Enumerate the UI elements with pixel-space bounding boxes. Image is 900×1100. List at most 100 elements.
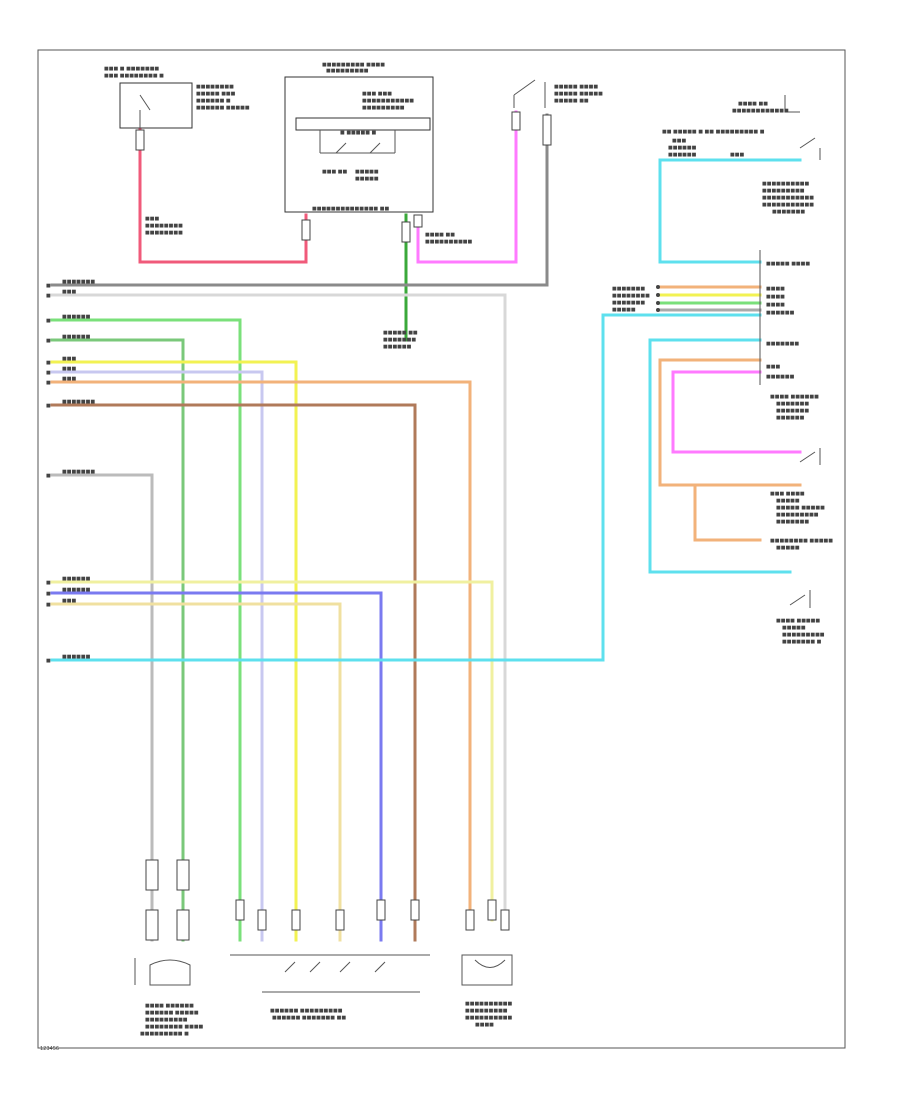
svg-text:■■■■■■■: ■■■■■■■: [612, 286, 645, 292]
svg-text:■■■■■■: ■■■■■■: [62, 654, 91, 660]
svg-text:■■■■ ■■■■■: ■■■■ ■■■■■: [776, 618, 820, 624]
wire-markers: [135, 111, 552, 243]
svg-text:■■■ ■■■: ■■■ ■■■: [362, 91, 392, 97]
svg-text:■■■■■■■: ■■■■■■■: [62, 279, 95, 285]
svg-text:■■■■■■: ■■■■■■: [62, 314, 91, 320]
svg-text:■■■■■■■■■ ■: ■■■■■■■■■ ■: [140, 1031, 189, 1037]
svg-text:■■■■: ■■■■: [766, 286, 785, 292]
svg-text:■ ■■■■■ ■: ■ ■■■■■ ■: [340, 130, 377, 136]
svg-text:■■■■■■■■■■■: ■■■■■■■■■■■: [762, 202, 814, 208]
svg-text:■■■■ ■■: ■■■■ ■■: [738, 101, 768, 107]
svg-text:■■■■■■■■■■: ■■■■■■■■■■: [465, 1015, 513, 1021]
svg-text:■■■■■■■: ■■■■■■■: [766, 341, 799, 347]
svg-text:■■■■ ■■■■■■: ■■■■ ■■■■■■: [145, 1003, 194, 1009]
svg-text:■■■■■■: ■■■■■■: [766, 374, 795, 380]
svg-text:■■■■■■: ■■■■■■: [383, 344, 412, 350]
svg-text:■■■■ ■■■■■■: ■■■■ ■■■■■■: [770, 394, 819, 400]
red-wire: [138, 128, 308, 264]
svg-text:■■■■■■■■■■■: ■■■■■■■■■■■: [762, 195, 814, 201]
svg-text:■■■■■■: ■■■■■■: [62, 334, 91, 340]
bottom-left-sensor: ■■■■ ■■■■■■ ■■■■■■ ■■■■■ ■■■■■■■■■ ■■■■■…: [134, 859, 204, 1037]
svg-text:■■ ■■■■■ ■ ■■ ■■■■■■■■■ ■: ■■ ■■■■■ ■ ■■ ■■■■■■■■■ ■: [662, 129, 765, 135]
svg-text:■■■■: ■■■■: [766, 302, 785, 308]
svg-text:■■■■■■■■■: ■■■■■■■■■: [782, 632, 825, 638]
left-pin-labels: ■ ■ ■ ■ ■ ■ ■ ■ ■ ■ ■ ■ ■ ■■■■■■■ ■■■ ■■…: [46, 279, 95, 664]
svg-text:■: ■: [46, 580, 51, 586]
svg-text:■■■■■ ■■■: ■■■■■ ■■■: [196, 91, 236, 97]
svg-text:■■■■■■ ■■■■■■■ ■■: ■■■■■■ ■■■■■■■ ■■: [272, 1015, 346, 1021]
top-switch: ■■■■■ ■■■■ ■■■■■ ■■■■■ ■■■■■ ■■: [513, 79, 603, 108]
orange-wire: [50, 380, 472, 922]
svg-text:■■■■■■■: ■■■■■■■: [776, 408, 809, 414]
cyan-wire-right: [658, 158, 802, 264]
svg-text:■: ■: [46, 473, 51, 479]
svg-text:■■■■■: ■■■■■: [355, 176, 379, 182]
svg-text:■■■■■■■■■■: ■■■■■■■■■■: [465, 1001, 513, 1007]
svg-text:■■■ ■ ■■■■■■■: ■■■ ■ ■■■■■■■: [104, 66, 159, 72]
svg-text:■■■■■■■■■■: ■■■■■■■■■■: [425, 239, 473, 245]
pink-wire-right: [671, 370, 802, 454]
orange-wire-right-2: [693, 483, 762, 542]
svg-text:■■■■■■■■■■■■: ■■■■■■■■■■■■: [732, 108, 789, 114]
paleyellow-wire: [50, 580, 494, 922]
svg-text:■■■■■■■: ■■■■■■■: [772, 209, 805, 215]
right-switch-mid: [799, 448, 821, 465]
yellow-wire-2: [50, 602, 342, 942]
svg-text:■■■: ■■■: [672, 138, 686, 144]
right-connector-block: ■■■■■ ■■■■ ■■■■ ■■■■ ■■■■ ■■■■■■ ■■■■■■■…: [612, 250, 810, 385]
svg-text:■■■■■ ■■■■■: ■■■■■ ■■■■■: [776, 505, 825, 511]
svg-text:■■■: ■■■: [730, 152, 744, 158]
gray-wire-top: [50, 113, 549, 287]
svg-text:■■■■■■■: ■■■■■■■: [776, 401, 809, 407]
svg-text:■■■■■ ■■■■: ■■■■■ ■■■■: [766, 261, 810, 267]
svg-text:■■■■■■ ■■■■■■■■■: ■■■■■■ ■■■■■■■■■: [270, 1008, 343, 1014]
svg-text:■■■■■ ■■■■■: ■■■■■ ■■■■■: [554, 91, 603, 97]
svg-text:■■■■■ ■■: ■■■■■ ■■: [554, 98, 589, 104]
svg-text:■■■: ■■■: [62, 289, 76, 295]
svg-text:■: ■: [46, 370, 51, 376]
svg-text:■: ■: [46, 602, 51, 608]
svg-text:■: ■: [46, 380, 51, 386]
svg-text:■■■■■: ■■■■■: [612, 307, 636, 313]
svg-text:■■■■■■: ■■■■■■: [668, 145, 697, 151]
svg-text:■■■■■■■■■: ■■■■■■■■■: [465, 1008, 508, 1014]
svg-text:■■■ ■■■■: ■■■ ■■■■: [770, 491, 805, 497]
svg-text:■■■■■■■: ■■■■■■■: [62, 469, 95, 475]
footer-code: 123456: [40, 1046, 59, 1052]
svg-text:■■■ ■■■■■■■■ ■: ■■■ ■■■■■■■■ ■: [104, 73, 164, 79]
bottom-right-sensor: ■■■■■■■■■■ ■■■■■■■■■ ■■■■■■■■■■ ■■■■: [461, 899, 513, 1028]
svg-text:■■■■■: ■■■■■: [776, 545, 800, 551]
svg-text:■■■■■: ■■■■■: [776, 498, 800, 504]
svg-text:■■■■■: ■■■■■: [782, 625, 806, 631]
svg-text:■■■■■■: ■■■■■■: [668, 152, 697, 158]
blue-wire: [50, 591, 383, 942]
svg-text:■■■: ■■■: [62, 366, 76, 372]
svg-text:■■■■■■■■ ■■■■: ■■■■■■■■ ■■■■: [145, 1024, 204, 1030]
svg-text:■■■■: ■■■■: [766, 294, 785, 300]
svg-text:■: ■: [46, 360, 51, 366]
top-left-module: ■■■ ■ ■■■■■■■ ■■■ ■■■■■■■■ ■ ■■■■■■■■ ■■…: [104, 66, 250, 129]
svg-text:■■■■■■■■■: ■■■■■■■■■: [145, 1017, 188, 1023]
green-wire-2: [50, 338, 185, 942]
svg-text:■■■■■■■■■: ■■■■■■■■■: [362, 105, 405, 111]
svg-text:■■■■■■: ■■■■■■: [766, 310, 795, 316]
svg-text:■■■■■■■ ■: ■■■■■■■ ■: [782, 639, 822, 645]
svg-text:■■■■■: ■■■■■: [355, 169, 379, 175]
svg-text:■■■: ■■■: [62, 356, 76, 362]
svg-text:■■■■■■■: ■■■■■■■: [62, 399, 95, 405]
right-switch-bottom: [789, 590, 811, 608]
pink-wire: [416, 110, 518, 264]
svg-text:■■■■■■■: ■■■■■■■: [612, 300, 645, 306]
svg-text:■■■: ■■■: [145, 216, 159, 222]
svg-text:■: ■: [46, 658, 51, 664]
gray-wire-lower: [50, 473, 154, 942]
yellow-wire: [50, 360, 298, 942]
svg-text:■■■■■■■■■: ■■■■■■■■■: [762, 188, 805, 194]
bottom-center-switch-assembly: ■■■■■■ ■■■■■■■■■ ■■■■■■ ■■■■■■■ ■■: [230, 899, 430, 1021]
svg-text:■■■■■■■■: ■■■■■■■■: [612, 293, 650, 299]
svg-text:■■■■■ ■■■■: ■■■■■ ■■■■: [554, 84, 598, 90]
lightgray-wire: [50, 293, 507, 922]
brown-wire: [50, 403, 417, 942]
svg-text:■: ■: [46, 318, 51, 324]
